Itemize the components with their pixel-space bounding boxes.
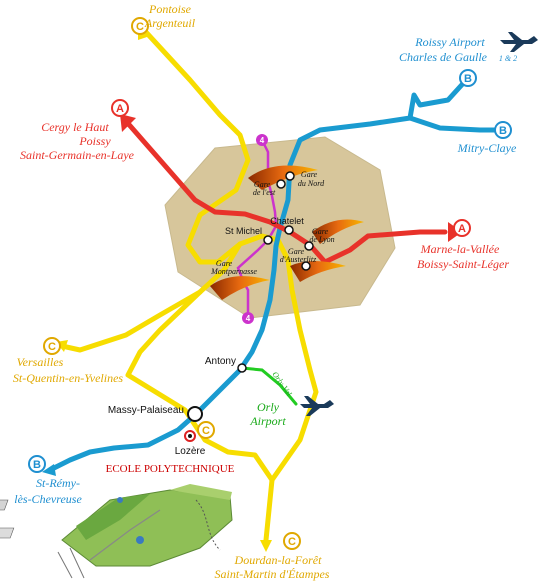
svg-text:Charles de Gaulle: Charles de Gaulle bbox=[399, 50, 488, 64]
label-mitry[interactable]: Mitry-Claye bbox=[457, 141, 517, 155]
station-label-gare-lyon: Gare de Lyon bbox=[309, 227, 334, 244]
svg-text:C: C bbox=[136, 21, 144, 33]
label-marne[interactable]: Marne-la-Vallée Boissy-Saint-Léger bbox=[417, 242, 509, 271]
svg-text:1 & 2: 1 & 2 bbox=[499, 54, 517, 63]
station-label-massy: Massy-Palaiseau bbox=[108, 405, 184, 416]
rer-c-badge-versailles: C bbox=[43, 337, 61, 355]
station-label-gare-est: Gare de l'est bbox=[253, 180, 276, 197]
svg-text:Versailles: Versailles bbox=[17, 355, 64, 369]
svg-text:B: B bbox=[464, 73, 472, 85]
arrow-dourdan bbox=[260, 540, 272, 552]
svg-text:B: B bbox=[499, 125, 507, 137]
station-gare-lyon-dot[interactable] bbox=[304, 241, 314, 251]
arrow-st-remy bbox=[42, 464, 56, 476]
station-rocket-nord bbox=[248, 165, 318, 190]
station-label-antony: Antony bbox=[205, 356, 236, 367]
svg-text:de Lyon: de Lyon bbox=[309, 235, 334, 244]
svg-text:Gare: Gare bbox=[301, 170, 318, 179]
station-antony-dot[interactable] bbox=[237, 363, 247, 373]
label-orly[interactable]: Orly Airport bbox=[249, 400, 286, 428]
rer-b-badge-roissy: B bbox=[459, 69, 477, 87]
svg-text:Poissy: Poissy bbox=[78, 134, 111, 148]
station-gare-nord-dot[interactable] bbox=[285, 171, 295, 181]
svg-text:B: B bbox=[33, 459, 41, 471]
svg-text:Saint-Germain-en-Laye: Saint-Germain-en-Laye bbox=[20, 148, 135, 162]
station-label-st-michel: St Michel bbox=[225, 226, 262, 236]
svg-text:Gare: Gare bbox=[216, 259, 233, 268]
label-cergy[interactable]: Cergy le Haut Poissy Saint-Germain-en-La… bbox=[20, 120, 135, 162]
svg-text:lès-Chevreuse: lès-Chevreuse bbox=[14, 492, 82, 506]
station-label-gare-nord: Gare du Nord bbox=[298, 170, 325, 188]
campus-label: ECOLE POLYTECHNIQUE bbox=[106, 463, 235, 475]
svg-text:C: C bbox=[202, 425, 210, 437]
svg-text:St-Rémy-: St-Rémy- bbox=[36, 476, 80, 490]
svg-text:Gare: Gare bbox=[254, 180, 271, 189]
svg-text:Pontoise: Pontoise bbox=[148, 2, 192, 16]
svg-text:Argenteuil: Argenteuil bbox=[144, 16, 196, 30]
svg-text:Roissy Airport: Roissy Airport bbox=[414, 35, 485, 49]
metro-4-badge-north: 4 bbox=[256, 134, 268, 146]
label-roissy[interactable]: Roissy Airport Charles de Gaulle 1 & 2 bbox=[399, 35, 517, 64]
svg-text:Marne-la-Vallée: Marne-la-Vallée bbox=[420, 242, 500, 256]
station-rocket-lyon bbox=[312, 219, 364, 244]
rer-c-badge-dourdan: C bbox=[283, 532, 301, 550]
station-chatelet-dot[interactable] bbox=[284, 225, 294, 235]
svg-text:Boissy-Saint-Léger: Boissy-Saint-Léger bbox=[417, 257, 509, 271]
svg-text:de l'est: de l'est bbox=[253, 188, 276, 197]
orlyval-line bbox=[240, 366, 298, 406]
station-massy-dot[interactable] bbox=[187, 406, 203, 422]
svg-text:Gare: Gare bbox=[288, 247, 305, 256]
svg-text:du Nord: du Nord bbox=[298, 179, 325, 188]
station-label-montparnasse: Gare Montparnasse bbox=[210, 259, 257, 276]
svg-text:Airport: Airport bbox=[249, 414, 286, 428]
svg-text:Montparnasse: Montparnasse bbox=[210, 267, 257, 276]
rer-b-line bbox=[47, 75, 501, 473]
svg-text:Cergy le Haut: Cergy le Haut bbox=[41, 120, 109, 134]
label-versailles[interactable]: Versailles St-Quentin-en-Yvelines bbox=[13, 355, 124, 385]
svg-text:C: C bbox=[48, 341, 56, 353]
svg-text:A: A bbox=[116, 103, 124, 115]
svg-text:Gare: Gare bbox=[312, 227, 329, 236]
rer-a-badge-cergy: A bbox=[111, 99, 129, 117]
rer-c-badge-massy: C bbox=[197, 421, 215, 439]
label-orlyval: Orly-Val bbox=[270, 370, 294, 398]
svg-text:4: 4 bbox=[260, 136, 265, 145]
rer-b-badge-mitry: B bbox=[494, 121, 512, 139]
airplane-icon-orly bbox=[300, 396, 334, 416]
label-st-remy[interactable]: St-Rémy- lès-Chevreuse bbox=[14, 476, 82, 506]
svg-text:Orly: Orly bbox=[257, 400, 280, 414]
rer-c-badge-pontoise: C bbox=[131, 17, 149, 35]
rer-a-badge-marne: A bbox=[453, 219, 471, 237]
station-label-lozere: Lozère bbox=[175, 446, 206, 457]
station-label-chatelet: Chatelet bbox=[270, 216, 304, 226]
station-st-michel-dot[interactable] bbox=[263, 235, 273, 245]
metro-4-badge-south: 4 bbox=[242, 312, 254, 324]
label-dourdan[interactable]: Dourdan-la-Forêt Saint-Martin d'Étampes bbox=[215, 553, 330, 581]
station-gare-est-dot[interactable] bbox=[276, 179, 286, 189]
campus-illustration bbox=[0, 484, 233, 579]
station-rocket-montparnasse bbox=[210, 276, 270, 300]
station-label-austerlitz: Gare d'Austerlitz bbox=[280, 247, 317, 264]
svg-text:d'Austerlitz: d'Austerlitz bbox=[280, 255, 317, 264]
svg-text:A: A bbox=[458, 223, 466, 235]
rer-c-line bbox=[59, 27, 319, 543]
svg-text:Dourdan-la-Forêt: Dourdan-la-Forêt bbox=[234, 553, 323, 567]
rer-b-badge-st-remy: B bbox=[28, 455, 46, 473]
svg-text:4: 4 bbox=[246, 314, 251, 323]
station-austerlitz-dot[interactable] bbox=[301, 261, 311, 271]
label-pontoise[interactable]: Pontoise Argenteuil bbox=[144, 2, 196, 30]
svg-text:St-Quentin-en-Yvelines: St-Quentin-en-Yvelines bbox=[13, 371, 124, 385]
airplane-icon-roissy bbox=[500, 32, 538, 52]
svg-text:C: C bbox=[288, 536, 296, 548]
svg-text:Saint-Martin d'Étampes: Saint-Martin d'Étampes bbox=[215, 567, 330, 581]
